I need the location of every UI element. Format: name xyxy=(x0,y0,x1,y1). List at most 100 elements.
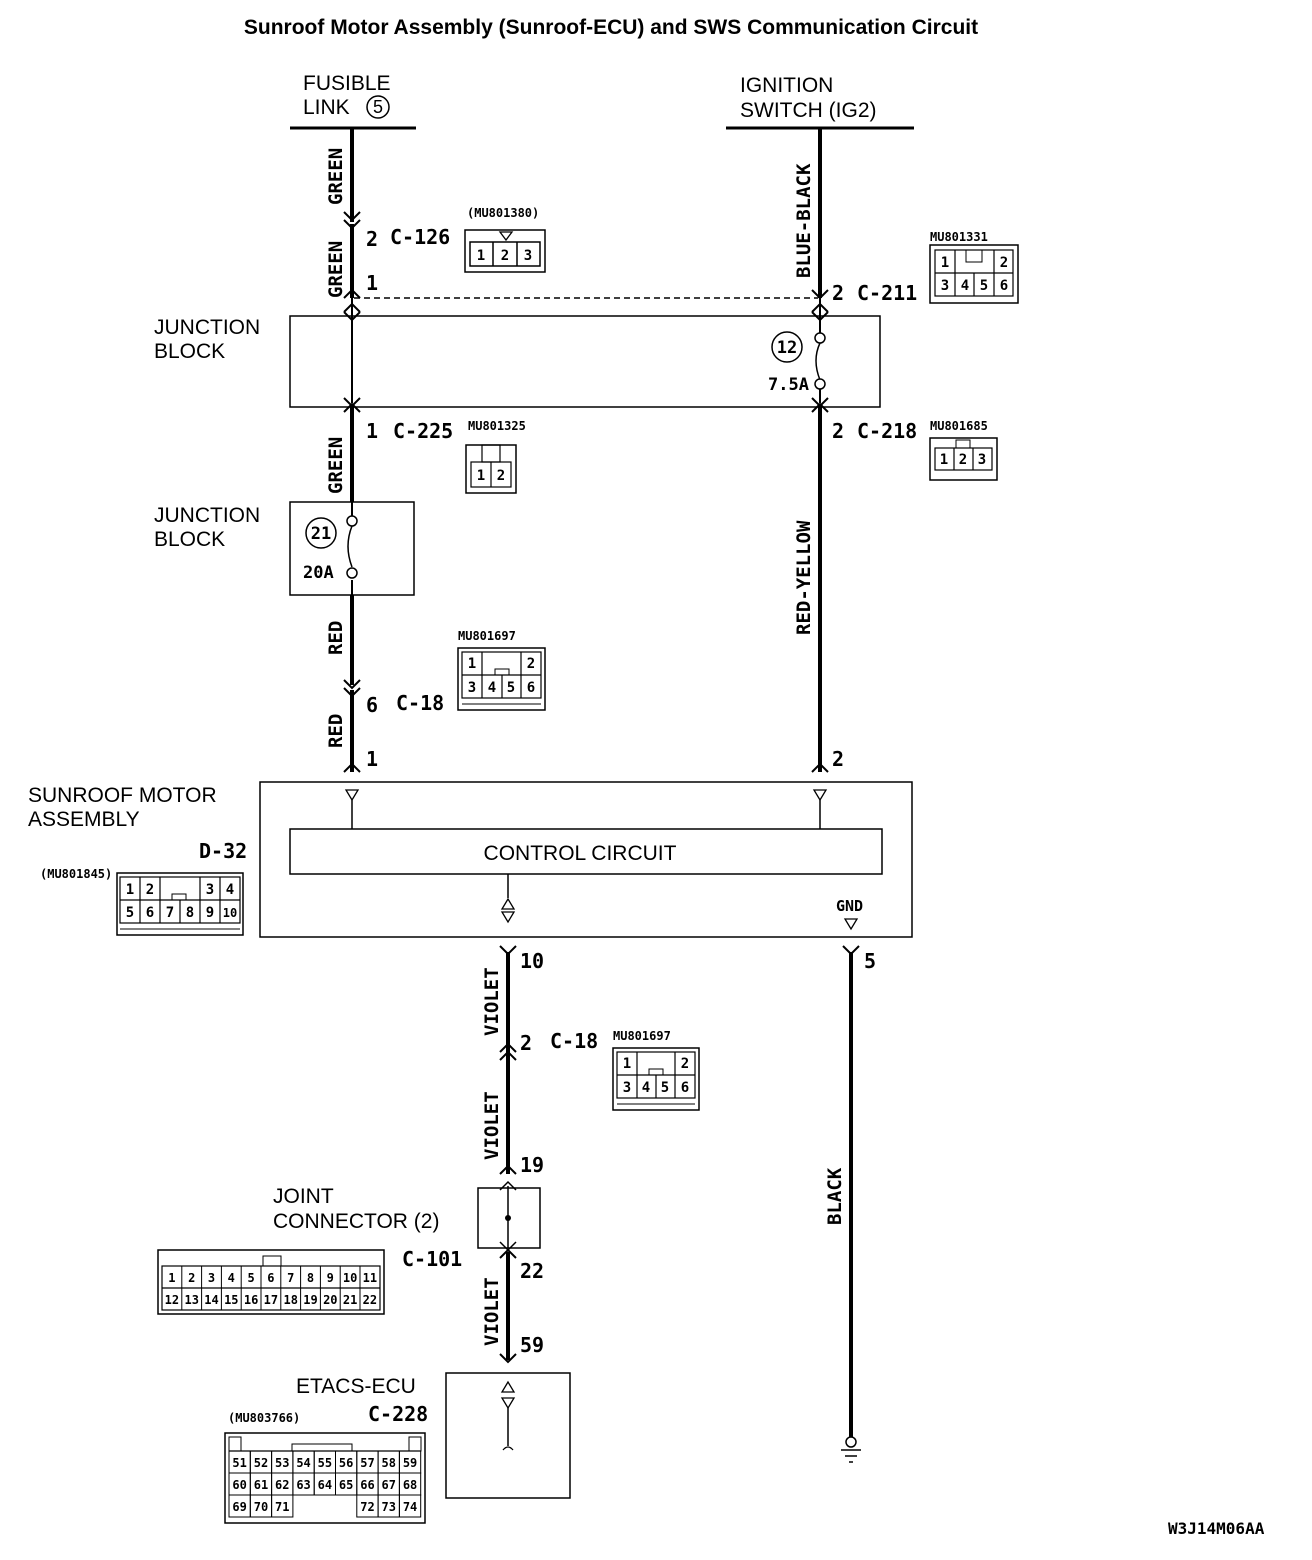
c18a-cell: 2 xyxy=(527,656,535,672)
c225-connector-face: MU801325 1 2 xyxy=(465,419,526,494)
c101-cell: 5 xyxy=(247,1271,254,1285)
c101-cell: 13 xyxy=(184,1293,198,1307)
c211-id: C-211 xyxy=(857,281,917,305)
joint-connector-label-2: CONNECTOR (2) xyxy=(273,1210,439,1233)
c101-cell: 12 xyxy=(165,1293,179,1307)
c18b-cell: 1 xyxy=(623,1056,631,1072)
c228-cell: 59 xyxy=(403,1456,417,1470)
c18b-cell: 4 xyxy=(642,1080,650,1096)
c101-cell: 10 xyxy=(343,1271,357,1285)
c218-id: C-218 xyxy=(857,419,917,443)
junction-block-1-label-2: BLOCK xyxy=(154,340,225,363)
c225-pin: 1 xyxy=(366,419,378,443)
fusible-link-label-2: LINK xyxy=(303,96,350,119)
fuse-21-number: 21 xyxy=(311,524,331,544)
right-supply-wire xyxy=(811,128,829,773)
control-circuit-label: CONTROL CIRCUIT xyxy=(484,842,677,865)
c228-id: C-228 xyxy=(368,1402,428,1426)
c228-cell: 67 xyxy=(382,1478,396,1492)
c218-cell: 1 xyxy=(940,452,948,468)
c228-cell: 65 xyxy=(339,1478,353,1492)
c18a-cell: 3 xyxy=(468,680,476,696)
c228-cell: 54 xyxy=(296,1456,310,1470)
c18b-cell: 3 xyxy=(623,1080,631,1096)
c126-cell: 2 xyxy=(501,248,509,264)
sunroof-label-1: SUNROOF MOTOR xyxy=(28,784,217,807)
c18b-cell: 5 xyxy=(661,1080,669,1096)
c126-part: (MU801380) xyxy=(467,206,539,220)
c211-cell: 5 xyxy=(980,278,988,294)
c228-cell: 60 xyxy=(232,1478,246,1492)
c228-cell: 62 xyxy=(275,1478,289,1492)
etacs-label: ETACS-ECU xyxy=(296,1375,416,1398)
c211-cell: 1 xyxy=(941,255,949,271)
fusible-link-number: 5 xyxy=(373,97,383,117)
figure-code: W3J14M06AA xyxy=(1168,1519,1265,1538)
d32-cell: 4 xyxy=(226,882,234,898)
c18b-id: C-18 xyxy=(550,1029,598,1053)
c228-cell: 70 xyxy=(254,1500,268,1514)
c126-connector-face: (MU801380) 1 2 3 xyxy=(464,206,546,273)
c225-part: MU801325 xyxy=(468,419,526,433)
sunroof-pin-2: 2 xyxy=(832,747,844,771)
c18a-part: MU801697 xyxy=(458,629,516,643)
fusible-link-label-1: FUSIBLE xyxy=(303,72,391,95)
d32-part: (MU801845) xyxy=(40,867,112,881)
c101-cell: 14 xyxy=(204,1293,218,1307)
sunroof-pin-10: 10 xyxy=(520,949,544,973)
c126-id: C-126 xyxy=(390,225,450,249)
c228-pin: 59 xyxy=(520,1333,544,1357)
left-supply-wire xyxy=(343,128,361,773)
wire-label-green-3: GREEN xyxy=(325,437,347,494)
c101-cell: 21 xyxy=(343,1293,357,1307)
ignition-label-2: SWITCH (IG2) xyxy=(740,99,877,122)
c18a-id: C-18 xyxy=(396,691,444,715)
c18b-connector-face: MU801697 1 2 3 4 5 6 xyxy=(612,1029,700,1111)
d32-id: D-32 xyxy=(199,839,247,863)
d32-cell: 8 xyxy=(186,905,194,921)
joint-connector: JOINT CONNECTOR (2) xyxy=(273,1185,541,1249)
c101-cell: 18 xyxy=(283,1293,297,1307)
wire-label-red-1: RED xyxy=(325,621,347,655)
c228-cell: 73 xyxy=(382,1500,396,1514)
d32-cell: 10 xyxy=(223,906,237,920)
c18b-pin: 2 xyxy=(520,1031,532,1055)
c101-cell: 7 xyxy=(287,1271,294,1285)
c101-cell: 2 xyxy=(188,1271,195,1285)
c225-id: C-225 xyxy=(393,419,453,443)
ignition-switch-source: IGNITION SWITCH (IG2) xyxy=(726,74,914,130)
sunroof-pin-1: 1 xyxy=(366,747,378,771)
violet-comm-wire xyxy=(499,945,517,1364)
junction-block-1: JUNCTION BLOCK 12 7.5A xyxy=(154,315,881,408)
c18a-pin: 6 xyxy=(366,693,378,717)
c228-cell: 53 xyxy=(275,1456,289,1470)
c101-cell: 16 xyxy=(244,1293,258,1307)
diagram-title: Sunroof Motor Assembly (Sunroof-ECU) and… xyxy=(244,16,978,39)
wire-label-violet-3: VIOLET xyxy=(481,1277,503,1346)
c18a-connector-face: MU801697 1 2 3 4 5 6 xyxy=(457,629,546,711)
sunroof-label-2: ASSEMBLY xyxy=(28,808,140,831)
c101-cell: 20 xyxy=(323,1293,337,1307)
junction-block-1-label-1: JUNCTION xyxy=(154,316,260,339)
c101-cell: 3 xyxy=(208,1271,215,1285)
wire-label-red-yellow: RED-YELLOW xyxy=(793,520,815,635)
c211-part: MU801331 xyxy=(930,230,988,244)
c211-cell: 4 xyxy=(961,278,969,294)
c228-cell: 63 xyxy=(296,1478,310,1492)
c18a-cell: 4 xyxy=(488,680,496,696)
ignition-label-1: IGNITION xyxy=(740,74,833,97)
c126-cell: 1 xyxy=(477,248,485,264)
junction-block-2: JUNCTION BLOCK 21 20A xyxy=(154,501,415,596)
c218-cell: 2 xyxy=(959,452,967,468)
c126-pin-out: 1 xyxy=(366,271,378,295)
wire-label-green-1: GREEN xyxy=(325,148,347,205)
c228-cell: 74 xyxy=(403,1500,417,1514)
c225-cell: 1 xyxy=(477,468,485,484)
c18a-cell: 5 xyxy=(507,680,515,696)
c101-cell: 8 xyxy=(307,1271,314,1285)
